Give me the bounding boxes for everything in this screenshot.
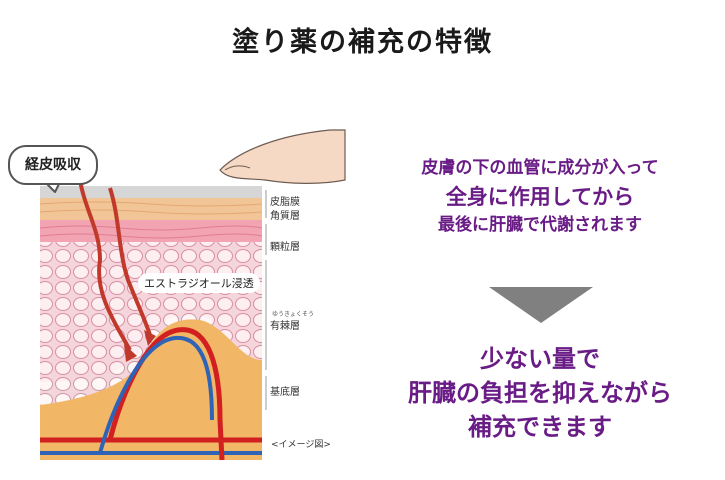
down-arrow-icon [489,287,593,323]
image-note: <イメージ図> [271,440,331,450]
dermis [40,319,262,460]
explanation-line-3: 最後に肝臓で代謝されます [438,215,642,235]
conclusion-line-3: 補充できます [468,413,612,441]
skin-diagram: 経皮吸収 皮脂膜 角質層 顆粒層 ゆうきょくそう 有棘層 基底層 エストラジオー… [0,120,360,476]
explanation-text: 皮膚の下の血管に成分が入って 全身に作用してから 最後に肝臓で代謝されます [370,155,710,239]
conclusion-text: 少ない量で 肝臓の負担を抑えながら 補充できます [370,342,710,444]
layer-label-sebum: 皮脂膜 [270,197,300,208]
granular-layer [40,220,262,242]
absorption-arrow-icon [78,179,156,362]
layer-label-corneum: 角質層 [270,211,300,222]
conclusion-line-1: 少ない量で [480,345,600,373]
layer-label-spinous: 有棘層 [270,321,300,332]
explanation-line-2: 全身に作用してから [445,185,635,209]
layer-label-basal: 基底層 [270,387,300,398]
layer-ruby-spinous: ゆうきょくそう [272,311,315,318]
estradiol-label: エストラジオール浸透 [138,273,260,293]
skin-cross-section [39,129,346,461]
absorption-bubble: 経皮吸収 [8,145,98,185]
explanation-line-1: 皮膚の下の血管に成分が入って [421,158,659,178]
conclusion-line-2: 肝臓の負担を抑えながら [408,379,672,407]
finger-icon [219,129,346,184]
layer-label-granular: 顆粒層 [270,242,300,253]
page-title: 塗り薬の補充の特徴 [232,27,493,58]
sebum-film [40,186,262,198]
stratum-corneum [40,198,262,220]
